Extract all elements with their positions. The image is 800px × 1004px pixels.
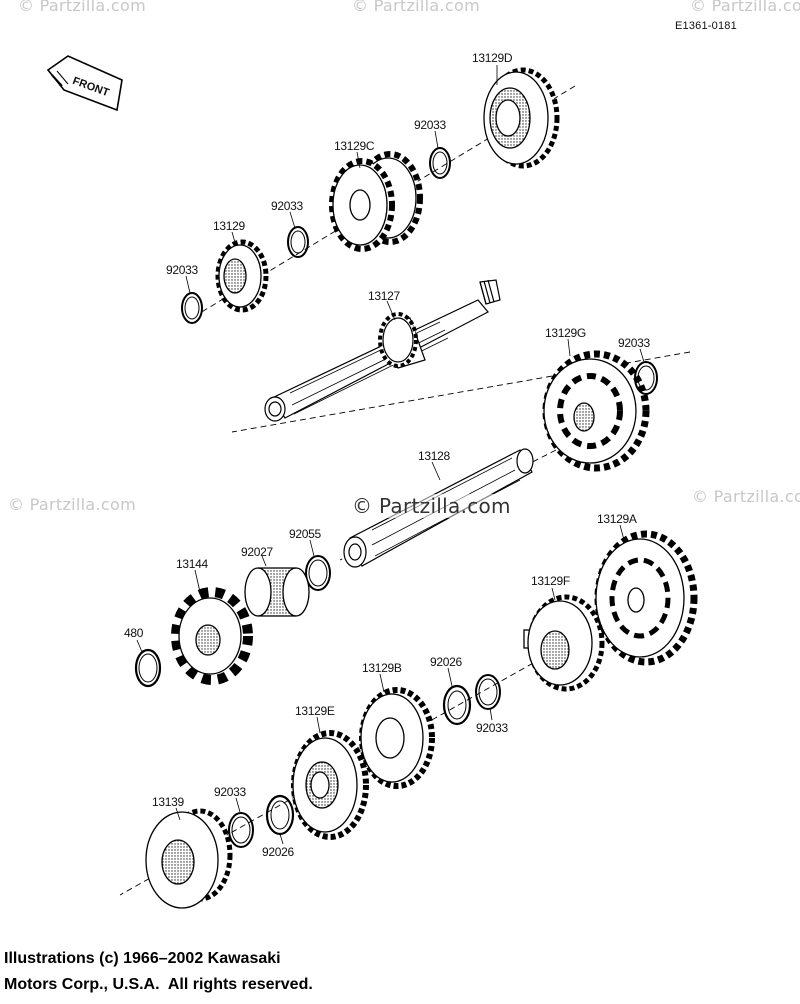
copyright-line-1: Illustrations (c) 1966–2002 Kawasaki <box>4 950 281 967</box>
part-label-13129C[interactable]: 13129C <box>334 139 375 153</box>
part-label-13129B[interactable]: 13129B <box>362 661 402 675</box>
watermark-top-left: © Partzilla.com <box>18 0 146 15</box>
part-label-13139[interactable]: 13139 <box>152 795 184 809</box>
gear-13129C <box>329 151 423 252</box>
part-label-92033-a[interactable]: 92033 <box>414 118 446 132</box>
part-label-13144[interactable]: 13144 <box>176 557 208 571</box>
part-label-92033-c[interactable]: 92033 <box>166 263 198 277</box>
diagram-reference-code: E1361-0181 <box>675 20 737 32</box>
ring-92026-b <box>265 794 295 836</box>
part-label-480[interactable]: 480 <box>124 626 144 640</box>
part-label-13129E[interactable]: 13129E <box>295 704 335 718</box>
sprocket-13144 <box>171 587 253 685</box>
gear-13129E <box>291 730 369 840</box>
watermark-center: © Partzilla.com <box>350 494 513 518</box>
hub-13139 <box>145 808 233 909</box>
gear-13129 <box>215 239 269 313</box>
ring-92033-e <box>475 674 501 710</box>
part-label-13129F[interactable]: 13129F <box>531 574 570 588</box>
watermark-top-far-right: © Partzilla.com <box>690 0 800 15</box>
part-label-92055[interactable]: 92055 <box>289 527 321 541</box>
circlip-480 <box>134 648 162 688</box>
ring-92055 <box>305 555 331 591</box>
leader-lines <box>136 65 645 845</box>
part-label-92026-b[interactable]: 92026 <box>262 845 294 859</box>
gear-13129F <box>523 594 605 692</box>
gear-13129A <box>594 530 698 666</box>
ring-92033-a <box>429 147 451 179</box>
copyright-line-2: Motors Corp., U.S.A. All rights reserved… <box>4 976 313 993</box>
part-label-92033-b[interactable]: 92033 <box>271 199 303 213</box>
collar-92027 <box>244 567 310 617</box>
gear-13129B <box>359 687 435 789</box>
watermark-mid-left: © Partzilla.com <box>8 495 136 514</box>
watermark-mid-right: © Partzilla.com <box>692 487 800 506</box>
front-arrow-icon <box>46 55 123 112</box>
part-label-92033-e[interactable]: 92033 <box>476 721 508 735</box>
part-label-13128[interactable]: 13128 <box>418 449 450 463</box>
part-label-92033-d[interactable]: 92033 <box>618 336 650 350</box>
gear-13129G <box>542 350 650 472</box>
part-label-13129A[interactable]: 13129A <box>597 512 637 526</box>
part-label-13129G[interactable]: 13129G <box>545 326 586 340</box>
part-label-92026-a[interactable]: 92026 <box>430 655 462 669</box>
shaft-13127 <box>264 279 501 422</box>
ring-92033-c <box>181 292 203 324</box>
watermark-top-right: © Partzilla.com <box>352 0 480 15</box>
ring-92033-d <box>634 361 658 395</box>
part-label-92027[interactable]: 92027 <box>241 545 273 559</box>
ring-92033-b <box>287 226 309 258</box>
copyright-notice: Illustrations (c) 1966–2002 Kawasaki Mot… <box>4 946 313 998</box>
part-label-13129D[interactable]: 13129D <box>472 51 513 65</box>
ring-92033-f <box>228 812 254 848</box>
gear-13129D <box>483 67 560 169</box>
part-label-92033-f[interactable]: 92033 <box>214 785 246 799</box>
ring-92026-a <box>442 684 472 726</box>
part-label-13127[interactable]: 13127 <box>368 289 400 303</box>
part-label-13129[interactable]: 13129 <box>213 219 245 233</box>
